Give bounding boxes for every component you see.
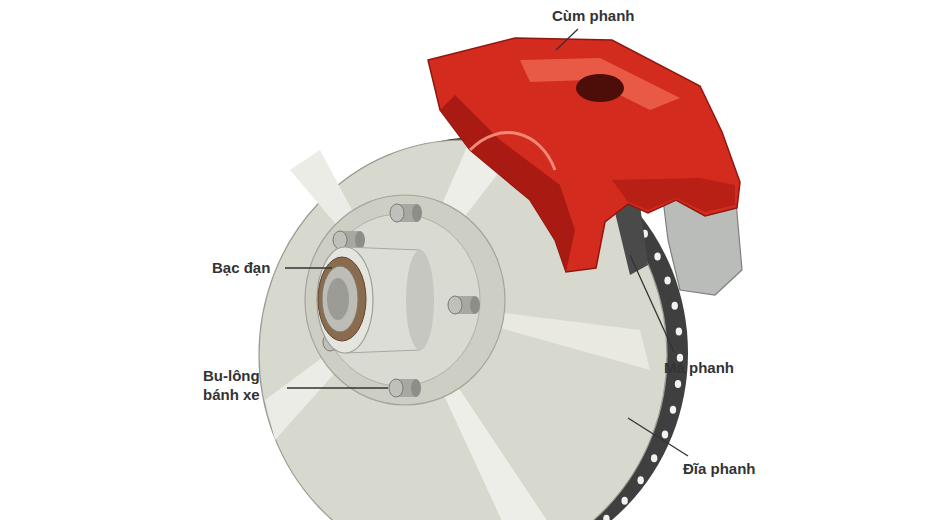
bearing (322, 266, 358, 332)
rim-hole (676, 328, 682, 336)
hub-ring (305, 195, 505, 405)
hub-cylinder (406, 250, 434, 350)
hub-face (320, 214, 480, 386)
rim-hole (603, 515, 609, 520)
leader-lines (285, 29, 688, 456)
part-label: Bạc đạn (212, 258, 270, 277)
part-label: Đĩa phanh (683, 459, 756, 478)
hub-front (317, 247, 373, 353)
bearing (318, 257, 366, 341)
rim-hole (654, 252, 660, 260)
part-label: Má phanh (664, 358, 734, 377)
rim-hole (637, 476, 643, 484)
rim-hole (670, 406, 676, 414)
rim-hole (672, 302, 678, 310)
rim-hole (664, 276, 670, 284)
part-label: Cùm phanh (552, 6, 635, 25)
part-label: Bu-lông bánh xe (203, 366, 283, 404)
wheel-bolts (323, 204, 480, 397)
rim-hole (675, 380, 681, 388)
rim-hole (621, 497, 627, 505)
rim-hole (651, 454, 657, 462)
rim-hole (662, 431, 668, 439)
bearing (327, 278, 349, 320)
brake-caliper (428, 38, 740, 272)
